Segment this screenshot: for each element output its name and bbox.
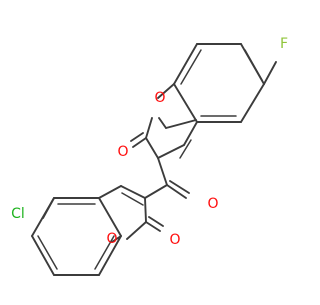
- fluorine-atom-label: F: [280, 36, 288, 52]
- molecule-structure-diagram: F O O O Cl O O: [11, 36, 288, 276]
- ring-oxygen-top-label: O: [154, 90, 165, 106]
- carbonyl-oxygen-top-label: O: [117, 144, 128, 160]
- atom-labels: F O O O Cl O O: [11, 36, 288, 248]
- ring-oxygen-bottom-label: O: [106, 231, 117, 247]
- chemical-structure-canvas: F O O O Cl O O: [11, 36, 288, 276]
- bond-lines: [31, 43, 277, 276]
- ketone-oxygen-label: O: [207, 196, 218, 212]
- carbonyl-oxygen-bottom-label: O: [169, 232, 180, 248]
- chlorine-atom-label: Cl: [11, 206, 25, 222]
